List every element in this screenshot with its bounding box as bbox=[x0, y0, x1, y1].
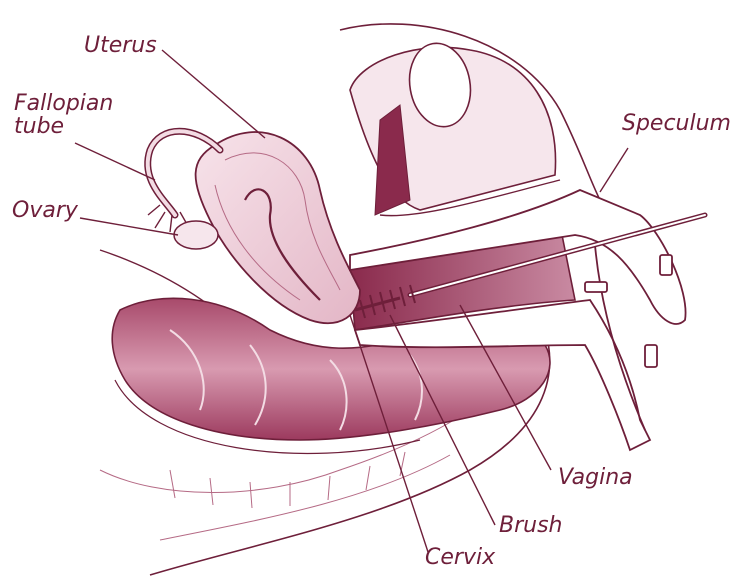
vertebrae bbox=[170, 452, 405, 508]
label-brush: Brush bbox=[499, 514, 563, 537]
speculum-screw-top bbox=[660, 255, 672, 275]
leader-uterus bbox=[162, 50, 265, 138]
label-cervix: Cervix bbox=[425, 546, 495, 569]
label-fallopian-tube: Fallopian tube bbox=[14, 92, 113, 138]
ovary bbox=[174, 221, 218, 249]
label-uterus: Uterus bbox=[84, 34, 157, 57]
leader-fallopian-tube bbox=[75, 143, 155, 180]
label-ovary: Ovary bbox=[12, 199, 78, 222]
leader-speculum bbox=[600, 148, 628, 192]
label-speculum: Speculum bbox=[622, 112, 731, 135]
leader-ovary bbox=[80, 218, 178, 235]
uterus-outer bbox=[196, 132, 360, 323]
body-outline-inner bbox=[160, 455, 450, 540]
speculum-screw-low bbox=[645, 345, 657, 367]
speculum-screw-mid bbox=[585, 282, 607, 292]
label-vagina: Vagina bbox=[558, 466, 633, 489]
